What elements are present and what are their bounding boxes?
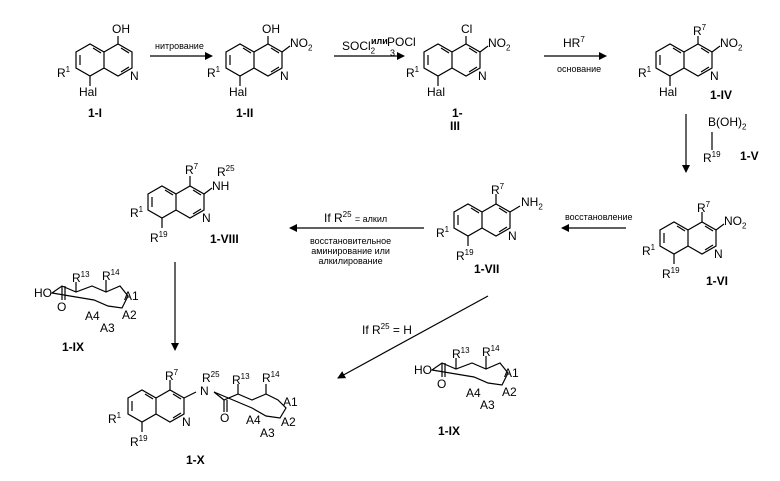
atom-no2-1III: NO2 xyxy=(488,37,510,54)
compound-label-1X: 1-X xyxy=(186,453,205,467)
atom-a3-1IX-left: A3 xyxy=(100,322,115,335)
atom-n-ring-1X: N xyxy=(182,416,191,429)
atom-a2-1X: A2 xyxy=(281,416,296,429)
atom-a2-1IX-left: A2 xyxy=(122,309,137,322)
atom-r1-1IV: R1 xyxy=(638,63,651,80)
atom-r1-1VIII: R1 xyxy=(130,203,143,220)
atom-ho-1IX-right: HO xyxy=(414,364,432,377)
condition-if-alkyl: If R25 = алкил xyxy=(324,208,387,226)
atom-a1-1IX-left: A1 xyxy=(124,290,139,303)
atom-r19-1VII: R19 xyxy=(456,246,474,263)
atom-hal-1II: Hal xyxy=(229,86,247,99)
atom-n-1VII: N xyxy=(508,230,517,243)
compound-label-1VI: 1-VI xyxy=(706,274,728,288)
compound-label-1IX-left: 1-IX xyxy=(62,340,84,354)
atom-r25-1X: R25 xyxy=(202,368,220,385)
atom-no2-1IV: NO2 xyxy=(720,37,742,54)
atom-a1-1X: A1 xyxy=(283,396,298,409)
atom-cl-1III: Cl xyxy=(461,23,472,36)
reagent-nitration: нитрование xyxy=(155,41,204,51)
atom-r1-1VII: R1 xyxy=(436,223,449,240)
atom-r7-1VIII: R7 xyxy=(185,160,198,177)
atom-a3-1X: A3 xyxy=(260,427,275,440)
reagent-pocl3-sub: 3 xyxy=(390,48,395,58)
atom-r19-1X: R19 xyxy=(130,432,148,449)
atom-r19-1VI: R19 xyxy=(662,264,680,281)
atom-r19-1VIII: R19 xyxy=(150,228,168,245)
atom-r13-1X: R13 xyxy=(232,370,250,387)
reagent-hr7: HR7 xyxy=(563,33,585,50)
atom-oh-1I: OH xyxy=(112,23,130,36)
compound-label-1IX-right: 1-IX xyxy=(438,424,460,438)
reagent-boronic-r19: R19 xyxy=(703,148,721,165)
atom-a4-1IX-right: A4 xyxy=(466,387,481,400)
compound-label-1III-a: 1- xyxy=(452,106,463,120)
atom-r1-1II: R1 xyxy=(207,63,220,80)
atom-r13-1IX-left: R13 xyxy=(72,268,90,285)
atom-n-amide-1X: N xyxy=(200,385,209,398)
atom-n-1IV: N xyxy=(710,70,719,83)
atom-r14-1X: R14 xyxy=(262,368,280,385)
atom-r1-1I: R1 xyxy=(57,63,70,80)
atom-r14-1IX-left: R14 xyxy=(102,266,120,283)
atom-nh-1VIII: NH xyxy=(212,180,229,193)
atom-r25-1VIII: R25 xyxy=(217,162,235,179)
atom-a3-1IX-right: A3 xyxy=(480,399,495,412)
atom-r7-1VII: R7 xyxy=(491,180,504,197)
atom-a4-1X: A4 xyxy=(246,414,261,427)
condition-if-h: If R25 = H xyxy=(362,320,412,337)
atom-n-1VI: N xyxy=(714,248,723,261)
atom-n-1III: N xyxy=(478,70,487,83)
atom-a4-1IX-left: A4 xyxy=(85,310,100,323)
atom-no2-1VI: NO2 xyxy=(724,215,746,232)
atom-a2-1IX-right: A2 xyxy=(502,386,517,399)
atom-r1-1X: R1 xyxy=(108,409,121,426)
atom-nh2-1VII: NH2 xyxy=(521,196,543,213)
atom-oh-1II: OH xyxy=(262,23,280,36)
atom-r1-1III: R1 xyxy=(406,63,419,80)
atom-hal-1III: Hal xyxy=(427,86,445,99)
reagent-reductive-amination: восстановительное аминирование или алкил… xyxy=(310,236,391,266)
atom-n-1II: N xyxy=(280,70,289,83)
compound-label-1I: 1-I xyxy=(88,106,102,120)
reagent-base: основание xyxy=(557,64,601,74)
quinoline-1-I-bonds xyxy=(76,36,132,86)
atom-a1-1IX-right: A1 xyxy=(504,367,519,380)
compound-label-1IV: 1-IV xyxy=(710,88,732,102)
atom-r14-1IX-right: R14 xyxy=(482,342,500,359)
compound-label-1VIII: 1-VIII xyxy=(210,232,239,246)
atom-r7-1X: R7 xyxy=(165,366,178,383)
atom-n-1VIII: N xyxy=(202,212,211,225)
compound-label-1II: 1-II xyxy=(236,106,253,120)
atom-o-1IX-left: O xyxy=(57,301,66,314)
atom-o-1X: O xyxy=(220,412,229,425)
reagent-reduction: восстановление xyxy=(565,212,633,222)
compound-label-1VII: 1-VII xyxy=(474,262,499,276)
atom-r1-1VI: R1 xyxy=(642,241,655,258)
compound-label-1III-b: III xyxy=(450,119,460,133)
atom-hal-1I: Hal xyxy=(79,86,97,99)
reagent-or: или xyxy=(371,36,388,46)
atom-no2-1II: NO2 xyxy=(290,37,312,54)
atom-n-1I: N xyxy=(130,70,139,83)
atom-r7-1VI: R7 xyxy=(697,198,710,215)
atom-o-1IX-right: O xyxy=(437,378,446,391)
atom-hal-1IV: Hal xyxy=(659,86,677,99)
reagent-boronic-acid: B(OH)2 xyxy=(708,116,746,133)
atom-r7-1IV: R7 xyxy=(693,21,706,38)
atom-r13-1IX-right: R13 xyxy=(452,344,470,361)
atom-ho-1IX-left: HO xyxy=(34,287,52,300)
compound-label-1V: 1-V xyxy=(740,149,759,163)
